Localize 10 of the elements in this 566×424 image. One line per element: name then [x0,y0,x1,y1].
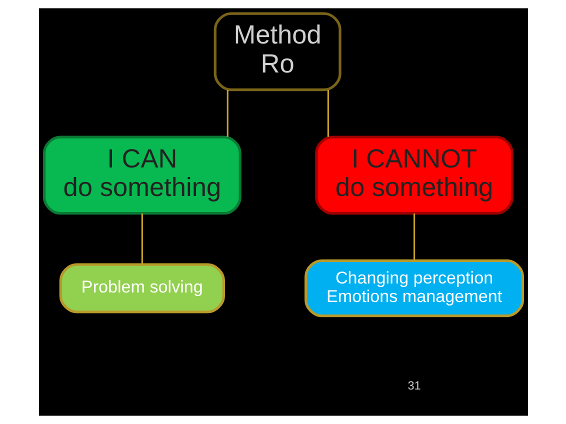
node-box: I CANNOT do something [314,136,514,215]
connector [413,213,415,260]
node-box: Problem solving [58,263,224,314]
node-box: I CAN do something [42,136,241,215]
connector [140,213,142,265]
node-box: Changing perception Emotions management [304,259,524,318]
label: 31 [407,378,420,393]
node-box: Method Ro [213,12,341,92]
connector [226,90,228,137]
connector [326,90,328,137]
